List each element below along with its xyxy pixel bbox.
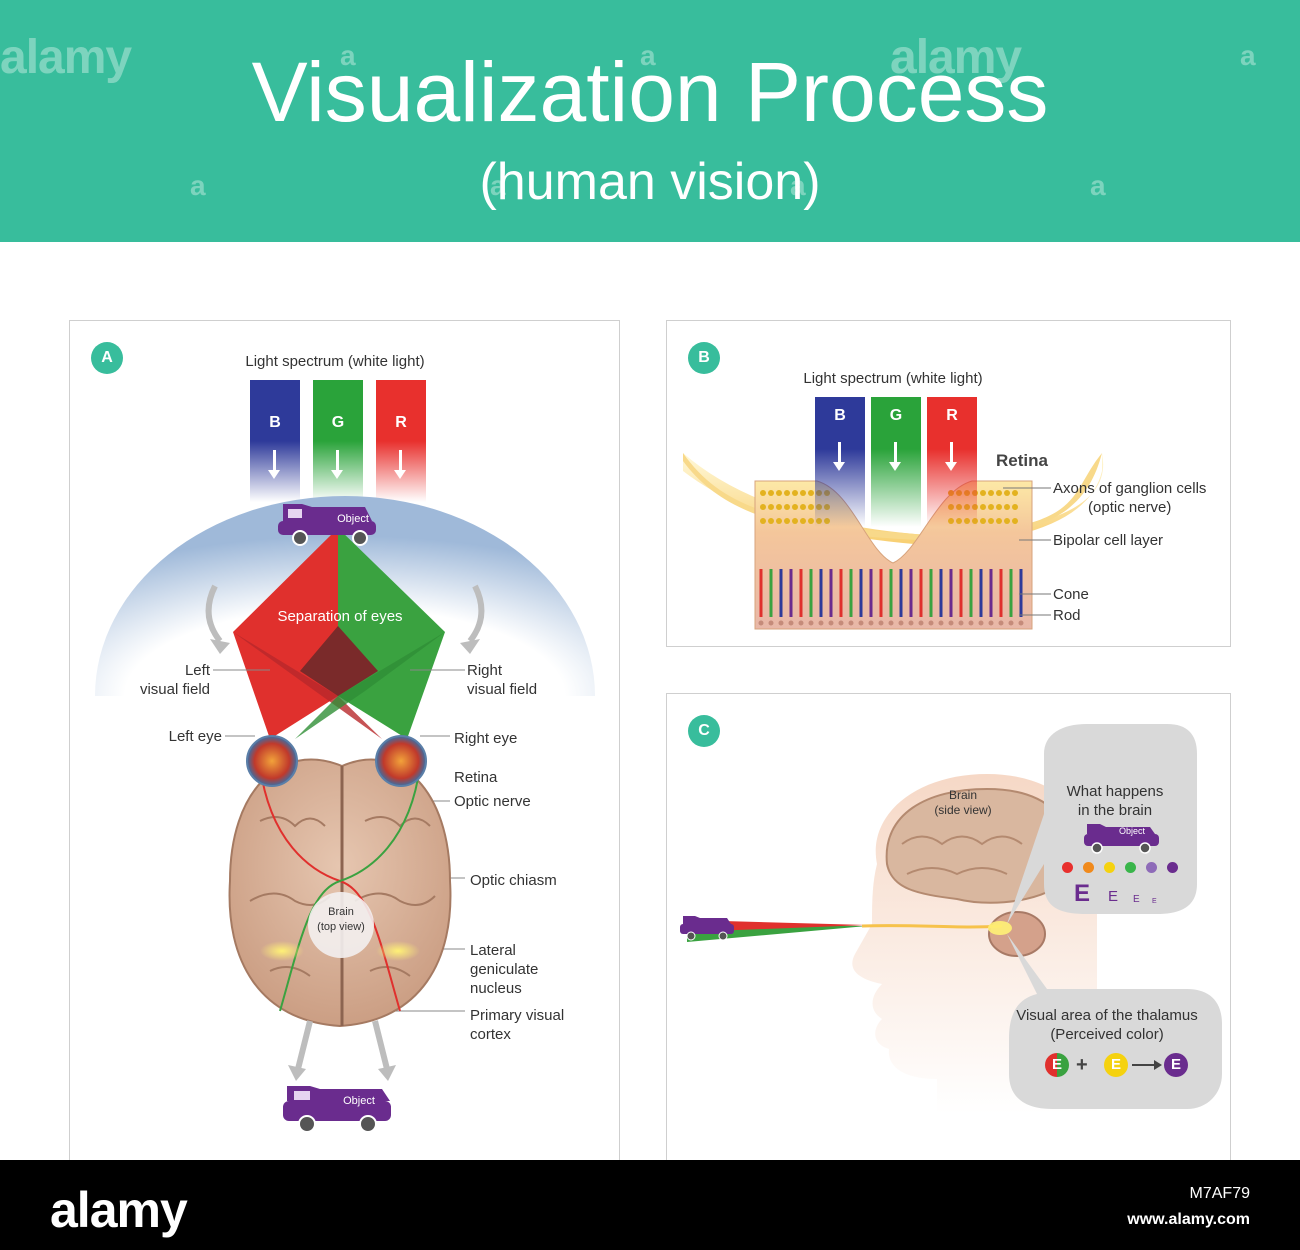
object-label-bottom: Object — [343, 1095, 375, 1107]
right-eye-label: Right eye — [454, 730, 518, 747]
panel-b-spectrum-label: Light spectrum (white light) — [803, 370, 983, 387]
red-light-bar: R — [927, 397, 977, 527]
footer-image-id: M7AF79 — [1189, 1185, 1250, 1202]
optic-chiasm-label: Optic chiasm — [470, 872, 557, 889]
panel-a-spectrum-label: Light spectrum (white light) — [245, 353, 425, 370]
left-eye-label: Left eye — [168, 728, 222, 745]
watermark-alamy: alamy — [890, 31, 1022, 84]
blue-light-bar: B — [250, 380, 300, 502]
blue-light-bar: B — [815, 397, 865, 527]
watermark-letter: a — [340, 40, 356, 71]
letter-e-small: E — [1133, 894, 1140, 905]
left-visual-field-label: Left visual field — [139, 662, 210, 698]
van-icon — [278, 504, 376, 546]
red-light-bar: R — [376, 380, 426, 502]
letter-e-medium: E — [1108, 888, 1119, 905]
watermark-letter: a — [190, 170, 206, 201]
page-title: Visualization Process — [251, 45, 1049, 139]
separation-label: Separation of eyes — [277, 608, 403, 625]
footer-url[interactable]: www.alamy.com — [1127, 1211, 1250, 1228]
header-banner: alamy alamy a a a a a a a Visualization … — [0, 0, 1300, 242]
plus-sign: + — [1076, 1054, 1088, 1076]
axons-label: Axons of ganglion cells (optic nerve) — [1053, 480, 1207, 516]
panel-c-badge: C — [688, 715, 720, 747]
e-red-green-circle: E — [1045, 1053, 1069, 1077]
letter-e-large: E — [1074, 880, 1091, 907]
van-icon — [680, 916, 734, 941]
lgn-label: Lateral geniculate nucleus — [470, 942, 539, 997]
panel-b: B Light spectrum (white light) B G R — [666, 320, 1231, 647]
down-arrow-icon — [945, 442, 957, 471]
bipolar-label: Bipolar cell layer — [1053, 532, 1164, 549]
e-purple-circle: E — [1164, 1053, 1188, 1077]
color-dot — [1104, 862, 1115, 873]
green-bar-letter: G — [889, 407, 903, 424]
color-dot — [1146, 862, 1157, 873]
watermark-letter: a — [1240, 40, 1256, 71]
right-eye-shape — [375, 735, 427, 787]
optic-nerve-label: Optic nerve — [454, 793, 531, 810]
brain-thought-bubble — [1007, 724, 1197, 924]
retina-label: Retina — [454, 769, 498, 786]
retina-cells — [758, 490, 1024, 626]
panel-c: C Brain (side view) — [666, 693, 1231, 1170]
red-bar-letter: R — [946, 407, 958, 424]
object-label-top: Object — [337, 513, 369, 525]
object-label-brain: Object — [1118, 826, 1145, 836]
blue-bar-letter: B — [269, 414, 281, 431]
head-side-illustration — [680, 724, 1222, 1114]
rod-label: Rod — [1053, 607, 1081, 624]
down-arrow-icon — [394, 450, 406, 479]
watermark-letter: a — [790, 170, 806, 201]
primary-visual-cortex-label: Primary visual cortex — [470, 1007, 565, 1043]
panel-b-badge: B — [688, 342, 720, 374]
arrow-head-icon — [1154, 1060, 1162, 1070]
page-subtitle: (human vision) — [479, 153, 821, 211]
overlap-shape — [300, 626, 378, 696]
cone-label: Cone — [1053, 586, 1089, 603]
e-yellow-circle: E — [1104, 1053, 1128, 1077]
down-arrow-icon — [833, 442, 845, 471]
left-eye-shape — [246, 735, 298, 787]
van-icon — [1084, 824, 1159, 854]
footer-bar: alamy M7AF79 www.alamy.com — [0, 1160, 1300, 1250]
watermark-alamy: alamy — [0, 31, 132, 84]
green-light-bar: G — [313, 380, 363, 502]
watermark-letter: a — [1090, 170, 1106, 201]
letter-e-tiny: E — [1152, 898, 1157, 905]
arrow-icon — [1132, 1064, 1156, 1066]
color-dot — [1062, 862, 1073, 873]
thalamus-label: Visual area of the thalamus (Perceived c… — [1016, 1007, 1198, 1043]
down-arrow-icon — [268, 450, 280, 479]
green-bar-letter: G — [331, 414, 345, 431]
right-visual-field-label: Right visual field — [467, 662, 538, 698]
down-arrow-icon — [331, 450, 343, 479]
color-dot — [1125, 862, 1136, 873]
watermark-letter: a — [640, 40, 656, 71]
blue-bar-letter: B — [834, 407, 846, 424]
watermark-letter: a — [490, 170, 506, 201]
what-happens-label: What happens in the brain — [1066, 783, 1164, 819]
footer-logo: alamy — [50, 1182, 188, 1238]
brain-top-view-label: Brain (top view) — [317, 906, 365, 933]
green-light-bar: G — [871, 397, 921, 527]
panel-a: A Light spectrum (white light) B G R — [69, 320, 620, 1172]
down-arrow-icon — [889, 442, 901, 471]
color-dot — [1083, 862, 1094, 873]
van-icon — [283, 1086, 391, 1133]
red-bar-letter: R — [395, 414, 407, 431]
brain-side-view-label: Brain (side view) — [934, 788, 992, 817]
panel-a-illustration — [95, 496, 595, 1133]
panel-a-badge: A — [91, 342, 123, 374]
retina-title: Retina — [996, 451, 1048, 470]
color-dot — [1167, 862, 1178, 873]
